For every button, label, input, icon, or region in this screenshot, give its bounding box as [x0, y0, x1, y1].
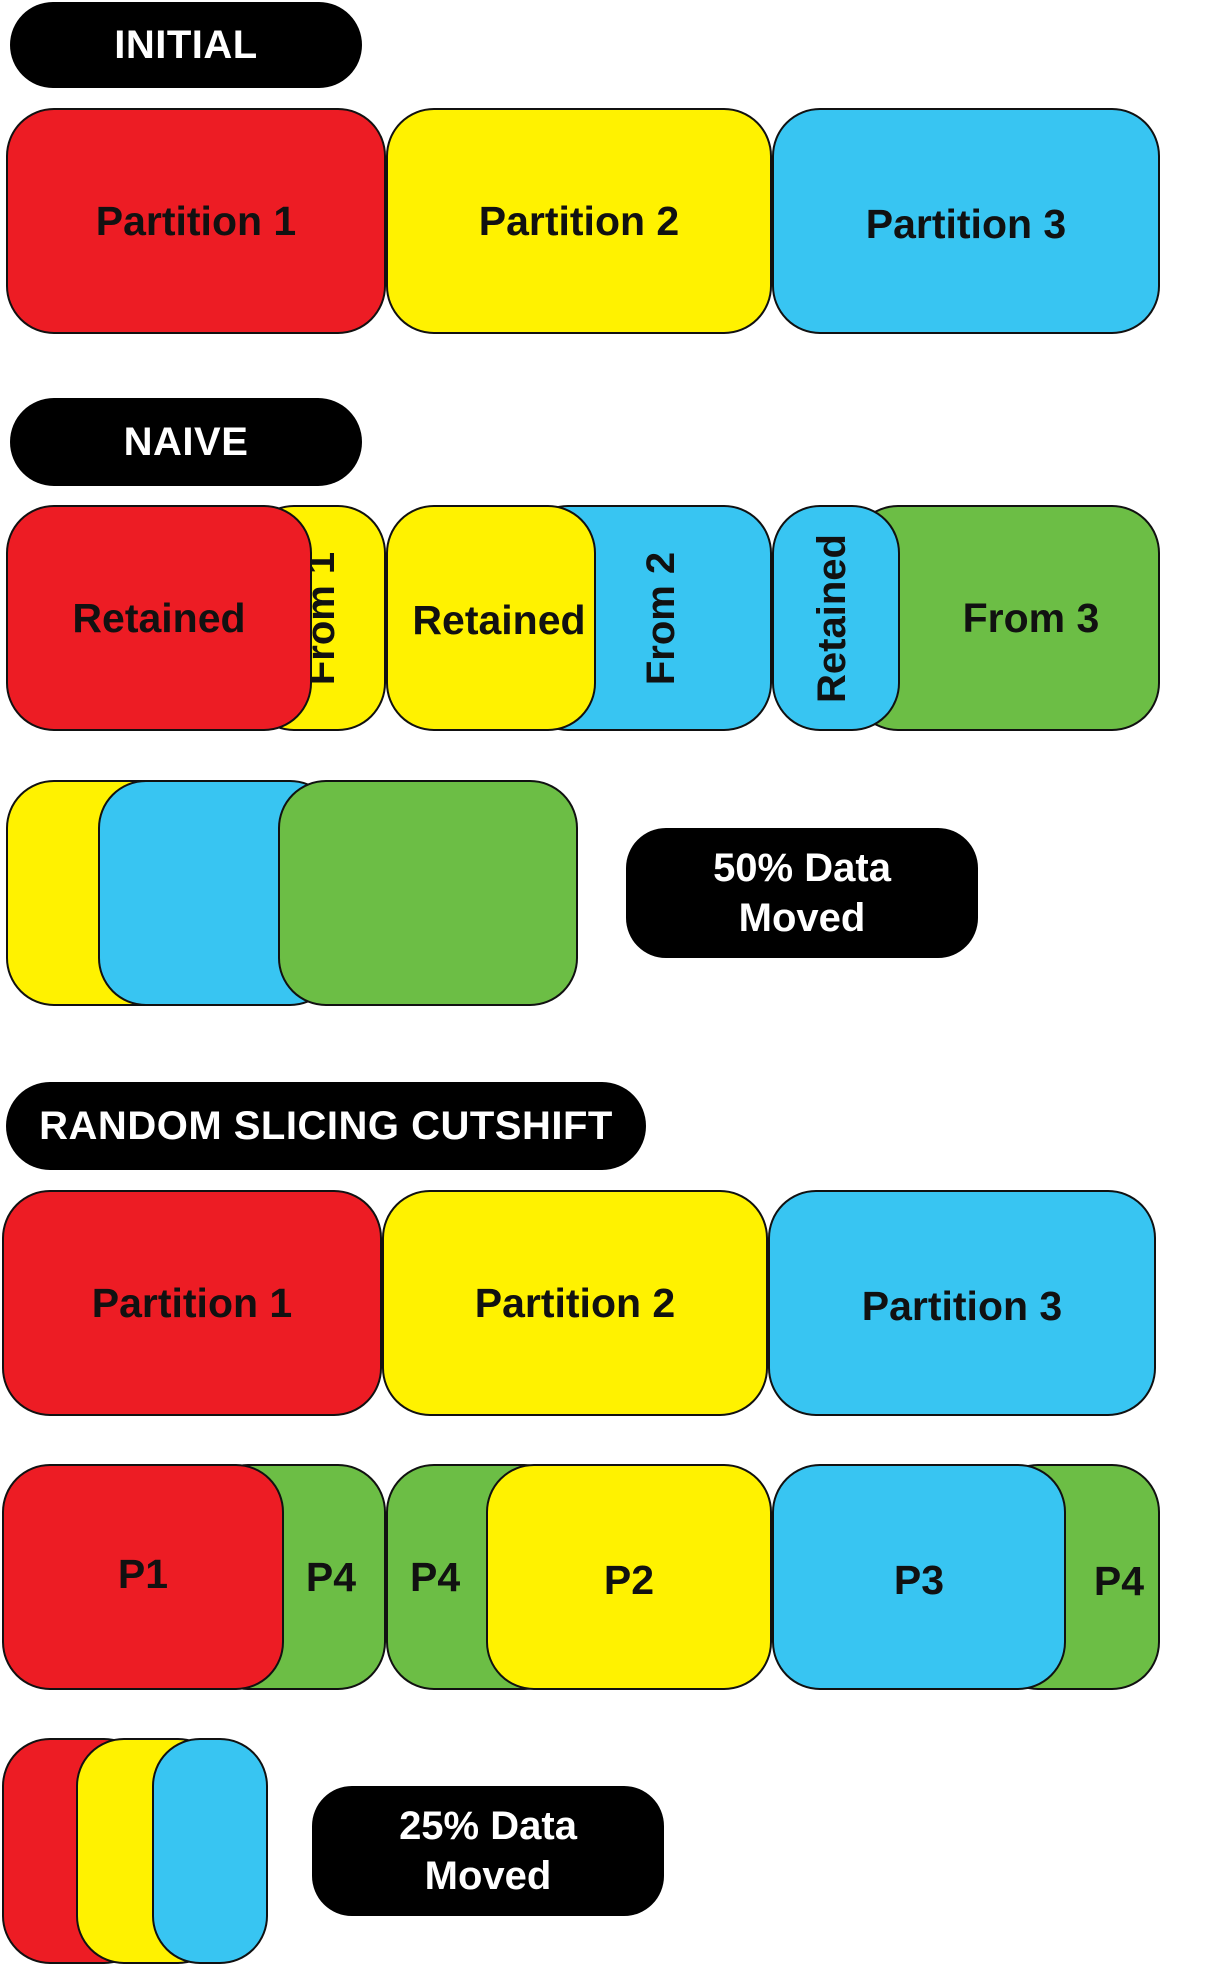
random-p1-block: P1 — [2, 1464, 284, 1690]
section-label-initial: INITIAL — [10, 2, 362, 88]
random-summary-line-2: Moved — [424, 1854, 552, 1898]
initial-partition-3-label: Partition 3 — [865, 200, 1067, 247]
random-partition-3: Partition 3 — [768, 1190, 1156, 1416]
random-partition-2: Partition 2 — [382, 1190, 768, 1416]
random-partition-1-label: Partition 1 — [91, 1279, 293, 1326]
random-p1-label: P1 — [117, 1550, 169, 1597]
naive-summary-line-1: 50% Data — [713, 846, 891, 890]
naive-from-3-block: From 3 — [850, 505, 1160, 731]
naive-retained-2-label: Retained — [412, 596, 586, 643]
initial-partition-1-label: Partition 1 — [95, 197, 297, 244]
random-moved-blue-block — [152, 1738, 268, 1964]
naive-retained-1-label: Retained — [72, 594, 246, 641]
random-partition-3-label: Partition 3 — [861, 1282, 1063, 1329]
naive-retained-2-block: Retained — [386, 505, 596, 731]
random-p2-block: P2 — [486, 1464, 772, 1690]
naive-summary-line-2: Moved — [738, 896, 866, 940]
random-summary-badge: 25% Data Moved — [312, 1786, 664, 1916]
naive-retained-3-label: Retained — [809, 533, 854, 703]
naive-summary-badge: 50% Data Moved — [626, 828, 978, 958]
section-label-random-slicing: RANDOM SLICING CUTSHIFT — [6, 1082, 646, 1170]
initial-partition-3: Partition 3 — [772, 108, 1160, 334]
random-p3-label: P3 — [893, 1556, 945, 1603]
initial-partition-2: Partition 2 — [386, 108, 772, 334]
random-p4-label-a: P4 — [305, 1553, 357, 1600]
random-partition-2-label: Partition 2 — [474, 1279, 676, 1326]
initial-partition-2-label: Partition 2 — [478, 197, 680, 244]
random-p4-label-c: P4 — [1093, 1557, 1144, 1604]
section-label-naive: NAIVE — [10, 398, 362, 486]
random-summary-line-1: 25% Data — [399, 1804, 577, 1848]
random-p3-block: P3 — [772, 1464, 1066, 1690]
random-partition-1: Partition 1 — [2, 1190, 382, 1416]
random-p4-label-b: P4 — [410, 1553, 461, 1600]
naive-retained-1-block: Retained — [6, 505, 312, 731]
naive-from-2-label: From 2 — [639, 551, 684, 685]
naive-from-3-label: From 3 — [962, 594, 1100, 641]
random-p2-label: P2 — [603, 1556, 655, 1603]
initial-partition-1: Partition 1 — [6, 108, 386, 334]
naive-retained-3-block: Retained — [772, 505, 900, 731]
naive-moved-green-block — [278, 780, 578, 1006]
